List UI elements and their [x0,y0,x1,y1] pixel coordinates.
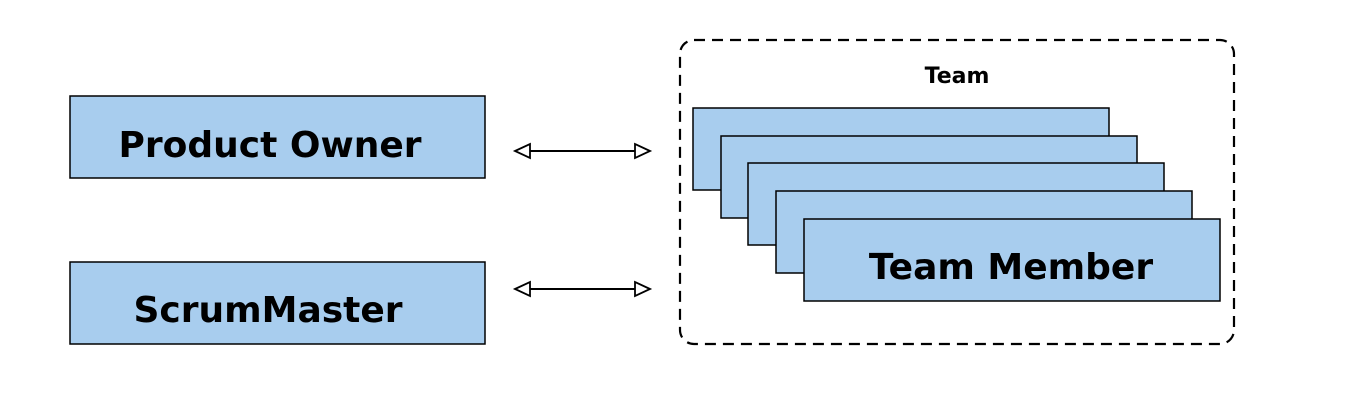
team-container-border [678,38,1236,346]
product-owner-node: Product Owner [69,95,486,179]
arrowhead-right [634,280,653,298]
scrum-master-label: ScrumMaster [133,290,402,331]
arrowhead-left [512,142,531,160]
team-member-card-front [803,218,1221,302]
scrum-master-node: ScrumMaster [69,261,486,345]
team-member-label: Team Member [869,247,1153,288]
product-owner-team-arrow [512,142,653,160]
arrowhead-right [634,142,653,160]
team-group: Team Team Member [678,38,1236,346]
arrowhead-left [512,280,531,298]
scrum-master-box [69,261,486,345]
product-owner-label: Product Owner [118,125,421,166]
scrum-master-team-arrow [512,280,653,298]
team-title: Team [925,64,990,89]
product-owner-box [69,95,486,179]
